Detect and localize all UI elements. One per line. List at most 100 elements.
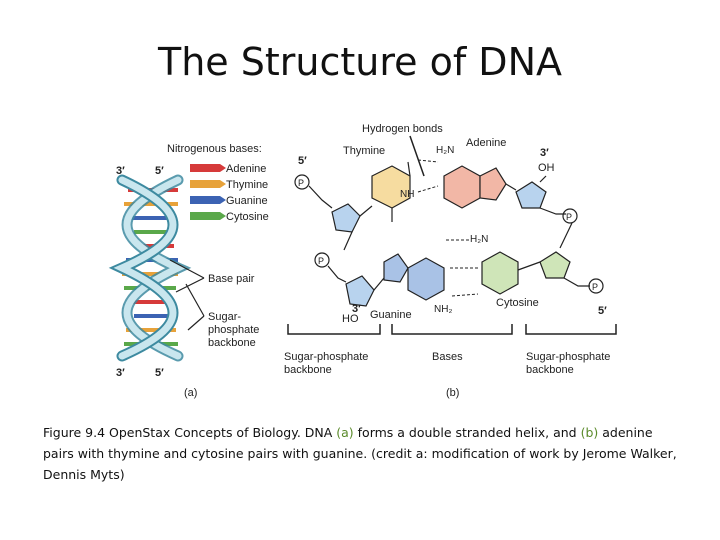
backbone-right-label: backbone xyxy=(526,364,574,376)
caption-ref-b: (b) xyxy=(580,425,599,440)
legend-title: Nitrogenous bases: xyxy=(167,143,262,155)
bracket-left xyxy=(287,324,381,335)
thymine-label: Thymine xyxy=(343,145,385,157)
prime-label: 3′ xyxy=(352,303,361,315)
p-label: P xyxy=(592,282,598,292)
panel-b-brackets xyxy=(287,324,617,335)
prime-label: 3′ xyxy=(540,147,549,159)
h-bond-pointer xyxy=(409,135,425,177)
h-bond xyxy=(417,159,439,163)
legend-item-guanine: Guanine xyxy=(190,195,268,207)
nh-label: NH xyxy=(400,189,414,200)
end-label: 3′ xyxy=(116,165,125,177)
legend-label: Guanine xyxy=(226,195,268,207)
bond xyxy=(373,277,385,291)
bracket-right xyxy=(525,324,617,335)
panel-b-structure xyxy=(294,161,604,307)
prime-label: 5′ xyxy=(298,155,307,167)
bond xyxy=(539,175,547,183)
bond xyxy=(308,185,333,209)
bond xyxy=(359,205,373,217)
rung xyxy=(130,300,174,304)
panel-a-pointers xyxy=(169,259,205,331)
rung xyxy=(128,216,176,220)
pointer-line xyxy=(175,277,205,293)
bond xyxy=(343,231,353,251)
base-pair-label: Base pair xyxy=(208,273,255,285)
end-label: 5′ xyxy=(155,367,164,379)
legend-label: Adenine xyxy=(226,163,266,175)
legend-label: Cytosine xyxy=(226,211,269,223)
helix-strand-back-inner xyxy=(123,176,187,360)
cytosine-label: Cytosine xyxy=(496,297,539,309)
h2n-label: H₂N xyxy=(470,234,488,245)
caption-text: Figure 9.4 OpenStax Concepts of Biology.… xyxy=(43,425,337,440)
rung xyxy=(124,202,178,206)
cytosine-ring xyxy=(481,251,519,295)
nh2-label: NH₂ xyxy=(434,304,452,315)
adenine-swatch xyxy=(190,164,226,172)
bond xyxy=(539,207,566,215)
panel-a-label: (a) xyxy=(184,387,197,399)
thymine-swatch xyxy=(190,180,226,188)
adenine-label: Adenine xyxy=(466,137,506,149)
pointer-line xyxy=(185,283,205,317)
backbone-label: backbone xyxy=(208,337,256,349)
hydrogen-bond-lines xyxy=(417,159,479,297)
p-label: P xyxy=(298,178,304,188)
phosphate-group xyxy=(314,252,330,268)
backbone-right-label: Sugar-phosphate xyxy=(526,351,610,363)
legend-item-cytosine: Cytosine xyxy=(190,211,269,223)
bond xyxy=(559,222,573,249)
phosphate-group xyxy=(588,278,604,294)
p-label: P xyxy=(318,256,324,266)
h-bond xyxy=(451,293,479,297)
sugar-ring xyxy=(539,251,571,279)
caption-text: adenine pairs with thymine and cytosine … xyxy=(43,425,677,482)
end-label: 3′ xyxy=(116,367,125,379)
sugar-ring xyxy=(345,275,375,307)
phosphate-group xyxy=(562,208,578,224)
adenine-ring xyxy=(479,167,507,201)
bond xyxy=(327,265,347,283)
bond xyxy=(505,183,517,191)
oh-label: OH xyxy=(538,162,555,174)
rung xyxy=(134,314,174,318)
sugar-ring xyxy=(331,203,361,233)
p-label: P xyxy=(566,212,572,222)
rung xyxy=(126,328,176,332)
h2n-label: H₂N xyxy=(436,145,454,156)
ho-label: HO xyxy=(342,313,359,325)
rung xyxy=(122,272,178,276)
legend-item-adenine: Adenine xyxy=(190,163,266,175)
panel-b-label: (b) xyxy=(446,387,459,399)
end-label: 5′ xyxy=(155,165,164,177)
cytosine-swatch xyxy=(190,212,226,220)
rung xyxy=(134,230,174,234)
guanine-swatch xyxy=(190,196,226,204)
bases-label: Bases xyxy=(432,351,463,363)
sugar-ring xyxy=(515,181,547,209)
guanine-ring xyxy=(383,253,409,283)
guanine-ring xyxy=(407,257,445,301)
pointer-line xyxy=(169,259,205,279)
legend-item-thymine: Thymine xyxy=(190,179,268,191)
adenine-ring xyxy=(443,165,481,209)
slide-title: The Structure of DNA xyxy=(158,40,562,84)
backbone-label: phosphate xyxy=(208,324,259,336)
figure-caption: Figure 9.4 OpenStax Concepts of Biology.… xyxy=(43,422,683,485)
caption-ref-a: (a) xyxy=(336,425,354,440)
double-helix xyxy=(108,174,192,362)
dna-figure: 3′ 5′ 3′ 5′ Nitrogenous bases: Adenine T… xyxy=(108,123,617,399)
bond xyxy=(407,161,411,177)
bond xyxy=(517,261,541,271)
backbone-left-label: Sugar-phosphate xyxy=(284,351,368,363)
thymine-ring xyxy=(371,165,411,209)
guanine-label: Guanine xyxy=(370,309,412,321)
caption-text: forms a double stranded helix, and xyxy=(353,425,581,440)
bond xyxy=(563,277,590,287)
legend-label: Thymine xyxy=(226,179,268,191)
backbone-label: Sugar- xyxy=(208,311,241,323)
legend: Adenine Thymine Guanine Cytosine xyxy=(190,163,269,223)
phosphate-group xyxy=(294,174,310,190)
